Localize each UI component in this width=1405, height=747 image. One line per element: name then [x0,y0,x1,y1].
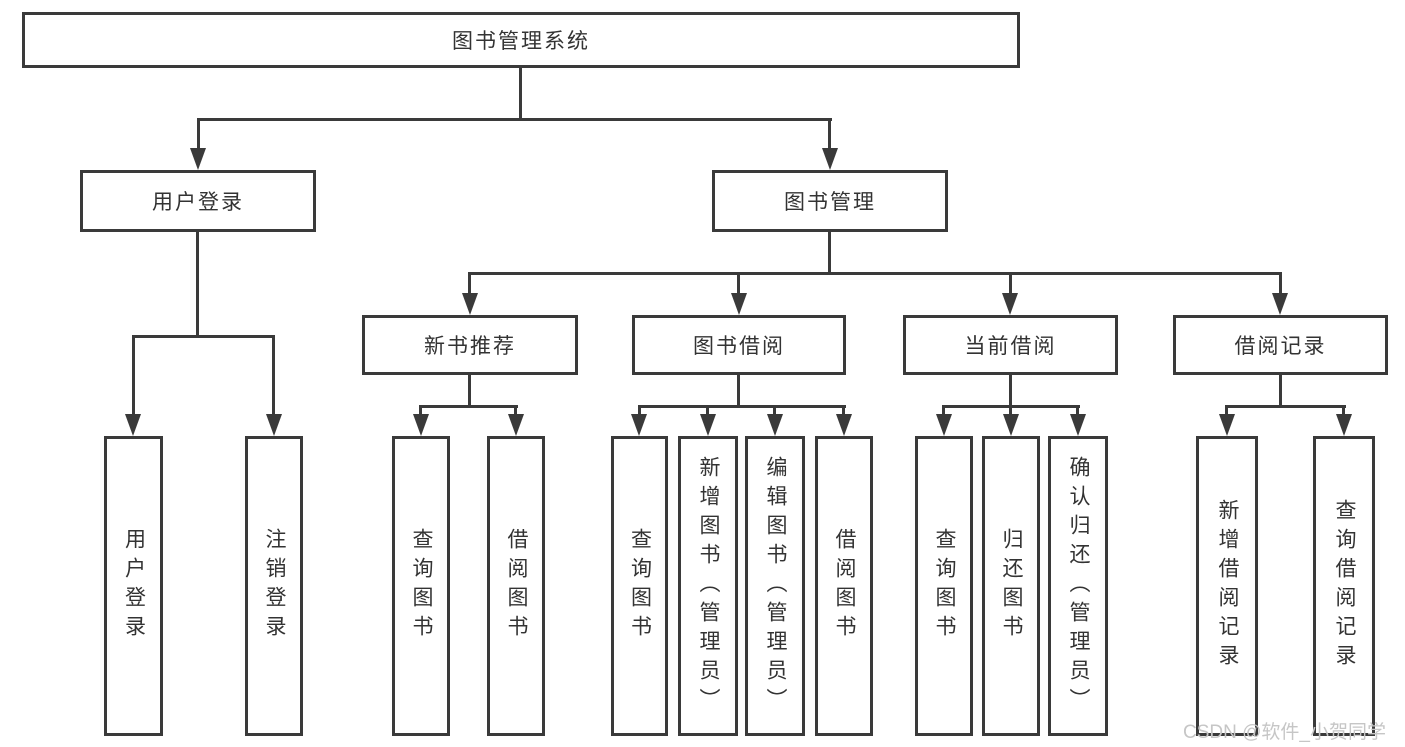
connector-stub-C1 [942,405,945,417]
connector-stub-leaf-user-login [132,335,135,415]
leaf-bb-query-books-label: 查询图书 [628,528,652,644]
node-current-borrowing: 当前借阅 [903,315,1118,375]
leaf-br-add-record-label: 新增借阅记录 [1216,499,1239,673]
arrowhead-current-borrowing [1002,293,1018,315]
arrowhead-book-management [822,148,838,170]
node-book-management-label: 图书管理 [784,191,876,214]
connector-bookmgmt-bar [468,272,1282,275]
leaf-nb-query-books-label: 查询图书 [410,528,433,644]
connector-stub-current-borrowing [1009,272,1012,295]
connector-stub-C2 [1009,405,1012,417]
connector-stub-B3 [773,405,776,417]
connector-userlogin-trunk [196,232,199,336]
node-book-management: 图书管理 [712,170,948,232]
node-user-login: 用户登录 [80,170,316,232]
arrowhead-new-books [462,293,478,315]
leaf-br-add-record: 新增借阅记录 [1196,436,1258,736]
connector-stub-leaf-logout [272,335,275,415]
connector-stub-A2 [514,405,517,417]
leaf-bb-borrow-books: 借阅图书 [815,436,873,736]
leaf-cb-confirm-return-admin: 确认归还（管理员） [1048,436,1108,736]
node-borrowing-records: 借阅记录 [1173,315,1388,375]
connector-stub-B2 [706,405,709,417]
connector-stub-B4 [842,405,845,417]
connector-groupC-trunk [1009,375,1012,407]
arrowhead-C2 [1003,414,1019,436]
arrowhead-user-login [190,148,206,170]
arrowhead-B2 [700,414,716,436]
connector-root-bar [197,118,832,121]
arrowhead-leaf-user-login [125,414,141,436]
leaf-bb-edit-books-admin-label: 编辑图书（管理员） [764,455,787,717]
arrowhead-C1 [936,414,952,436]
connector-stub-book-management [828,118,831,150]
connector-stub-user-login [197,118,200,150]
connector-stub-borrowing-records [1279,272,1282,295]
connector-root-trunk [519,68,522,121]
connector-groupA-bar [419,405,518,408]
arrowhead-B4 [836,414,852,436]
node-borrowing-records-label: 借阅记录 [1234,335,1327,358]
connector-stub-D1 [1225,405,1228,417]
arrowhead-B1 [631,414,647,436]
leaf-bb-query-books: 查询图书 [611,436,668,736]
leaf-cb-return-books-label: 归还图书 [1000,528,1023,644]
leaf-user-login: 用户登录 [104,436,163,736]
leaf-user-login-label: 用户登录 [122,528,146,644]
connector-groupD-trunk [1279,375,1282,407]
arrowhead-D2 [1336,414,1352,436]
leaf-logout: 注销登录 [245,436,303,736]
leaf-bb-add-books-admin: 新增图书（管理员） [678,436,738,736]
connector-stub-book-borrowing [737,272,740,295]
connector-groupB-trunk [737,375,740,407]
arrowhead-D1 [1219,414,1235,436]
leaf-bb-edit-books-admin: 编辑图书（管理员） [745,436,805,736]
leaf-cb-return-books: 归还图书 [982,436,1040,736]
leaf-bb-borrow-books-label: 借阅图书 [833,528,856,644]
connector-stub-C3 [1076,405,1079,417]
node-new-book-recommend: 新书推荐 [362,315,578,375]
connector-bookmgmt-trunk [828,232,831,275]
connector-groupA-trunk [468,375,471,407]
connector-stub-new-books [468,272,471,295]
arrowhead-A1 [413,414,429,436]
arrowhead-book-borrowing [731,293,747,315]
arrowhead-leaf-logout [266,414,282,436]
node-current-borrowing-label: 当前借阅 [964,335,1057,358]
node-root: 图书管理系统 [22,12,1020,68]
leaf-logout-label: 注销登录 [263,528,286,644]
connector-groupD-bar [1225,405,1346,408]
connector-stub-D2 [1342,405,1345,417]
node-new-book-recommend-label: 新书推荐 [424,335,516,358]
connector-stub-B1 [638,405,641,417]
node-book-borrowing-label: 图书借阅 [693,335,785,358]
arrowhead-A2 [508,414,524,436]
node-book-borrowing: 图书借阅 [632,315,846,375]
node-root-label: 图书管理系统 [452,30,590,53]
arrowhead-borrowing-records [1272,293,1288,315]
watermark: CSDN @软件_小贺同学 [1183,722,1386,743]
leaf-cb-query-books: 查询图书 [915,436,973,736]
leaf-cb-query-books-label: 查询图书 [933,528,956,644]
connector-stub-A1 [419,405,422,417]
leaf-br-query-record-label: 查询借阅记录 [1333,499,1356,673]
leaf-bb-add-books-admin-label: 新增图书（管理员） [697,455,720,717]
arrowhead-B3 [767,414,783,436]
leaf-cb-confirm-return-admin-label: 确认归还（管理员） [1067,455,1090,717]
connector-userlogin-bar [132,335,275,338]
leaf-nb-query-books: 查询图书 [392,436,450,736]
leaf-nb-borrow-books-label: 借阅图书 [505,528,528,644]
arrowhead-C3 [1070,414,1086,436]
leaf-nb-borrow-books: 借阅图书 [487,436,545,736]
connector-groupB-bar [638,405,846,408]
leaf-br-query-record: 查询借阅记录 [1313,436,1375,736]
node-user-login-label: 用户登录 [152,191,244,214]
